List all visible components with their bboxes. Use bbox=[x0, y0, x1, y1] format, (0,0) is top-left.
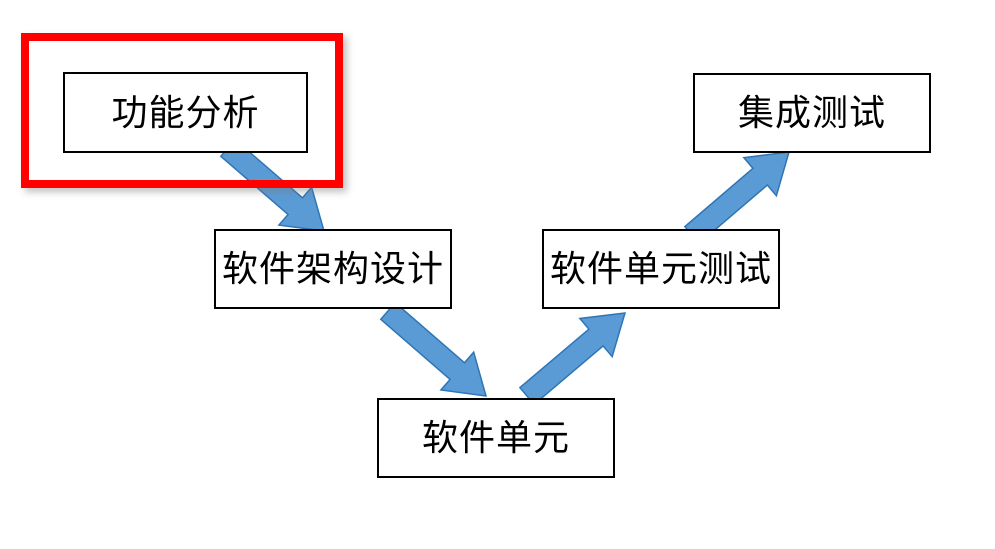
node-software-architecture-design[interactable]: 软件架构设计 bbox=[214, 229, 452, 309]
node-software-unit[interactable]: 软件单元 bbox=[377, 398, 615, 478]
node-functional-analysis[interactable]: 功能分析 bbox=[63, 72, 308, 153]
arrow-architecture-to-unit bbox=[379, 301, 488, 397]
node-integration-test[interactable]: 集成测试 bbox=[693, 73, 931, 153]
node-label: 集成测试 bbox=[737, 93, 886, 133]
node-label: 功能分析 bbox=[111, 92, 260, 133]
node-label: 软件架构设计 bbox=[221, 249, 444, 289]
node-software-unit-test[interactable]: 软件单元测试 bbox=[542, 229, 780, 309]
red-highlight-box bbox=[21, 33, 343, 188]
arrow-unit-to-unit-test bbox=[518, 312, 627, 406]
node-label: 软件单元 bbox=[421, 418, 570, 458]
node-label: 软件单元测试 bbox=[549, 249, 772, 289]
